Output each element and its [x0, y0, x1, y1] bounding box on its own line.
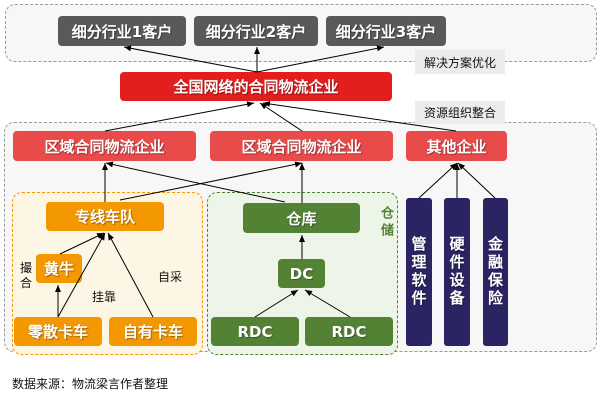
rdc-2: RDC — [305, 317, 393, 346]
arrow-own-to-fleet — [107, 232, 154, 318]
national-enterprise: 全国网络的合同物流企业 — [120, 72, 392, 101]
arrow-broker-to-fleet — [59, 232, 105, 255]
arrow-regional1-to-national — [104, 101, 255, 132]
solution-label: 解决方案优化 — [415, 50, 505, 74]
edge-label-purchase: 自采 — [158, 270, 183, 284]
customer-3: 细分行业3客户 — [326, 16, 446, 46]
scattered-trucks: 零散卡车 — [14, 317, 102, 346]
own-trucks: 自有卡车 — [109, 317, 197, 346]
management-software: 管理软件 — [406, 198, 432, 346]
customer-1: 细分行业1客户 — [58, 16, 186, 46]
arrow-national-to-customer-1 — [123, 45, 258, 73]
arrow-finance-to-other — [457, 162, 496, 199]
arrow-fleet-to-regional2 — [119, 161, 303, 201]
fleet: 专线车队 — [46, 202, 164, 231]
other-enterprise: 其他企业 — [406, 131, 507, 161]
regional-enterprise-2: 区域合同物流企业 — [210, 131, 393, 161]
customer-2: 细分行业2客户 — [194, 16, 318, 46]
arrow-other-to-national — [262, 101, 457, 132]
arrow-rdc2-to-dc — [304, 289, 351, 318]
rdc-1: RDC — [211, 317, 299, 346]
dc: DC — [278, 259, 325, 288]
regional-enterprise-1: 区域合同物流企业 — [13, 131, 196, 161]
source-note: 数据来源：物流梁言作者整理 — [12, 377, 169, 391]
financial-insurance: 金融保险 — [483, 198, 508, 346]
arrow-warehouse-to-regional1 — [105, 161, 286, 203]
broker: 黄牛 — [36, 254, 82, 283]
arrow-rdc1-to-dc — [254, 289, 299, 318]
warehouse: 仓库 — [243, 203, 360, 233]
edge-label-affiliate: 挂靠 — [92, 290, 117, 304]
arrow-scattered-to-fleet — [57, 232, 106, 318]
arrow-software-to-other — [418, 162, 458, 199]
arrow-national-to-customer-3 — [256, 45, 385, 73]
hardware-equipment: 硬件设备 — [444, 198, 470, 346]
arrow-regional2-to-national — [259, 102, 303, 132]
integration-label: 资源组织整合 — [415, 101, 505, 124]
edge-label-match: 撮合 — [20, 261, 33, 290]
storage-label: 仓储 — [378, 206, 393, 240]
